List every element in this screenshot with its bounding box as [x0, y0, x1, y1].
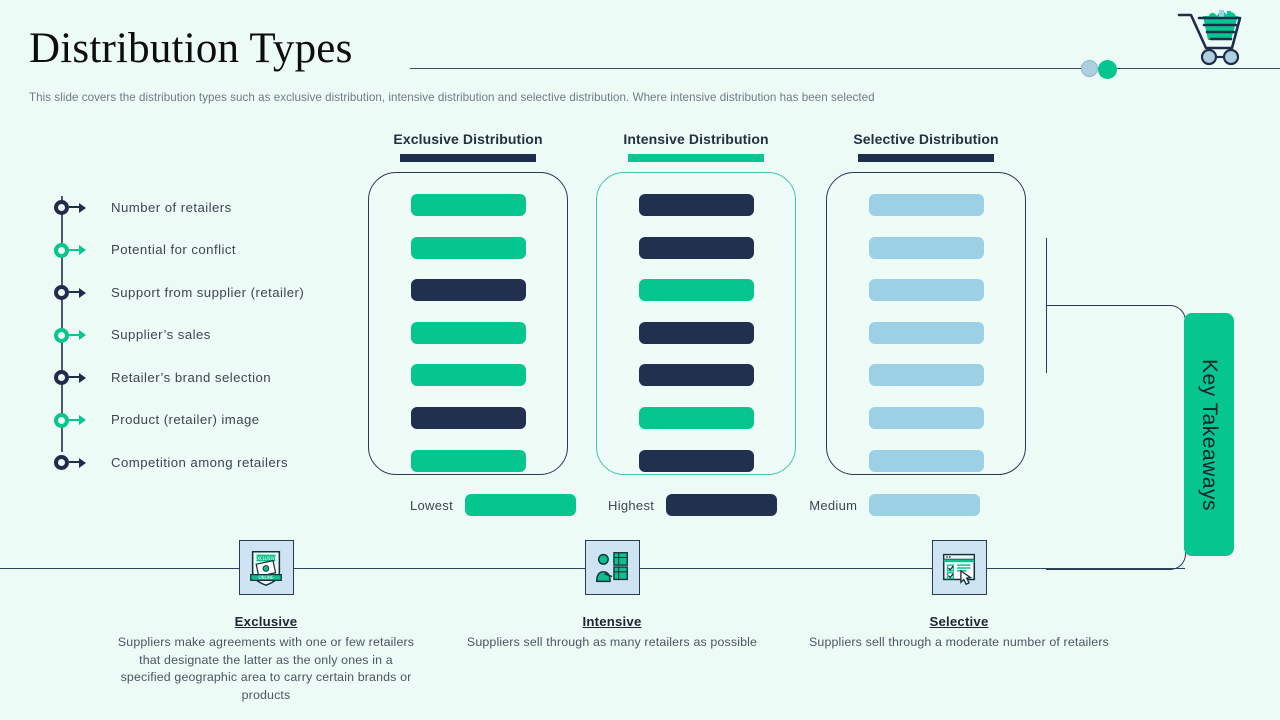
- legend-label: Lowest: [410, 497, 453, 513]
- matrix-bar: [639, 321, 754, 344]
- matrix-bar: [639, 279, 754, 302]
- criteria-row: Competition among retailers: [52, 441, 304, 484]
- matrix-bar: [411, 407, 526, 429]
- criteria-label: Retailer’s brand selection: [111, 369, 272, 385]
- column-title: Selective Distribution: [853, 131, 999, 147]
- card-exclusive: EXCLUSIVE ONLINE Exclusive Suppliers mak…: [116, 540, 416, 704]
- matrix-bar: [869, 194, 984, 216]
- column-intensive-distribution[interactable]: Intensive Distribution: [596, 131, 796, 475]
- criteria-label: Competition among retailers: [111, 454, 289, 470]
- criteria-row: Product (retailer) image: [52, 399, 304, 442]
- criteria-marker-arrow-icon: [52, 282, 86, 302]
- decorative-dot-green: [1098, 60, 1117, 79]
- matrix-bar: [411, 321, 526, 344]
- column-title: Exclusive Distribution: [393, 131, 543, 147]
- matrix-bar: [869, 279, 984, 302]
- matrix-bar: [639, 449, 754, 472]
- criteria-label: Support from supplier (retailer): [111, 284, 305, 300]
- card-body: Suppliers make agreements with one or fe…: [117, 635, 415, 702]
- card-body: Suppliers sell through as many retailers…: [466, 635, 758, 649]
- criteria-row: Retailer’s brand selection: [52, 356, 304, 399]
- column-panel: [368, 172, 568, 475]
- criteria-spine: [61, 196, 63, 452]
- criteria-marker-arrow-icon: [52, 197, 86, 217]
- svg-text:ONLINE: ONLINE: [258, 575, 274, 580]
- legend-item-highest: Highest: [608, 494, 778, 516]
- matrix-bar: [639, 194, 754, 216]
- column-title: Intensive Distribution: [623, 131, 769, 147]
- criteria-marker-arrow-icon: [52, 240, 86, 260]
- legend-item-medium: Medium: [809, 494, 981, 516]
- legend-swatch-lowest: [465, 494, 576, 516]
- criteria-row: Number of retailers: [52, 186, 304, 229]
- card-title: Intensive: [582, 614, 642, 629]
- matrix-bar: [869, 236, 984, 259]
- card-title: Selective: [929, 614, 989, 629]
- matrix-bar: [869, 321, 984, 344]
- page-subtitle: This slide covers the distribution types…: [29, 91, 875, 104]
- legend: Lowest Highest Medium: [410, 494, 981, 516]
- matrix-bar: [411, 279, 526, 302]
- criteria-row: Support from supplier (retailer): [52, 271, 304, 314]
- column-underline: [628, 154, 764, 162]
- matrix-bar: [411, 449, 526, 472]
- criteria-list: Number of retailers Potential for confli…: [52, 186, 304, 484]
- criteria-marker-arrow-icon: [52, 367, 86, 387]
- header-divider: [410, 68, 1280, 69]
- column-selective-distribution[interactable]: Selective Distribution: [826, 131, 1026, 475]
- legend-swatch-highest: [666, 494, 778, 516]
- criteria-marker-arrow-icon: [52, 452, 86, 472]
- matrix-bar: [869, 449, 984, 472]
- card-selective: Selective Suppliers sell through a moder…: [809, 540, 1109, 652]
- shopping-cart-icon: [1174, 6, 1246, 66]
- criteria-label: Number of retailers: [111, 199, 232, 215]
- column-panel: [596, 172, 796, 475]
- column-underline: [400, 154, 536, 162]
- matrix-bar: [639, 407, 754, 429]
- legend-item-lowest: Lowest: [410, 494, 576, 516]
- checklist-cursor-icon: [931, 540, 987, 595]
- card-body: Suppliers sell through a moderate number…: [809, 635, 1109, 649]
- page-title: Distribution Types: [29, 25, 353, 72]
- criteria-marker-arrow-icon: [52, 410, 86, 430]
- key-takeaways-connector-bracket: [1046, 305, 1186, 570]
- key-takeaways-tab[interactable]: Key Takeaways: [1184, 313, 1234, 556]
- column-underline: [858, 154, 994, 162]
- criteria-label: Product (retailer) image: [111, 412, 260, 428]
- exclusive-badge-icon: EXCLUSIVE ONLINE: [238, 540, 294, 595]
- criteria-marker-arrow-icon: [52, 325, 86, 345]
- matrix-bar: [869, 364, 984, 387]
- criteria-label: Potential for conflict: [111, 242, 236, 258]
- legend-label: Highest: [608, 497, 655, 513]
- legend-label: Medium: [809, 497, 858, 513]
- criteria-label: Supplier’s sales: [111, 327, 211, 343]
- criteria-row: Potential for conflict: [52, 229, 304, 272]
- matrix-bar: [869, 407, 984, 429]
- warehouse-worker-icon: [584, 540, 640, 595]
- card-title: Exclusive: [234, 614, 298, 629]
- matrix-bar: [411, 194, 526, 216]
- matrix-bar: [639, 364, 754, 387]
- matrix-bar: [411, 236, 526, 259]
- decorative-dot-blue: [1081, 60, 1098, 77]
- key-takeaways-label: Key Takeaways: [1198, 358, 1221, 511]
- column-exclusive-distribution[interactable]: Exclusive Distribution: [368, 131, 568, 475]
- matrix-bar: [411, 364, 526, 387]
- criteria-row: Supplier’s sales: [52, 314, 304, 357]
- matrix-bar: [639, 236, 754, 259]
- legend-swatch-medium: [869, 494, 981, 516]
- card-intensive: Intensive Suppliers sell through as many…: [462, 540, 762, 652]
- svg-text:EXCLUSIVE: EXCLUSIVE: [255, 555, 278, 560]
- column-panel: [826, 172, 1026, 475]
